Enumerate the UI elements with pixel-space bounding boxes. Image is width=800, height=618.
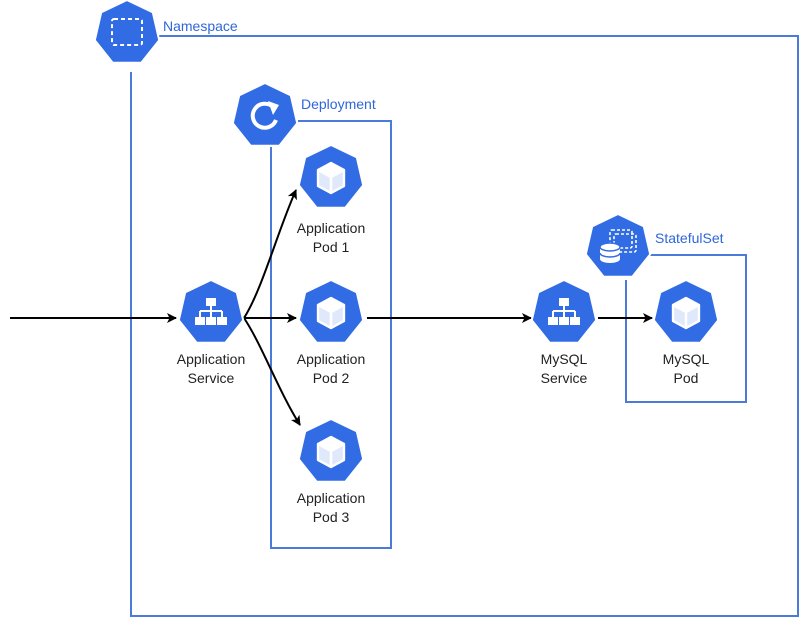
mysql-pod-label-line1: MySQL	[662, 351, 710, 367]
deployment-label: Deployment	[301, 96, 376, 112]
deployment-frame	[270, 120, 392, 549]
mysql-pod-label: MySQL Pod	[636, 350, 736, 388]
arrow-service-to-pod1	[243, 189, 297, 319]
pod1-label-line2: Pod 1	[312, 239, 350, 255]
mysql-service-label: MySQL Service	[514, 350, 614, 388]
pod1-icon	[297, 144, 365, 209]
pod2-label-line2: Pod 2	[312, 370, 350, 386]
namespace-icon	[93, 0, 161, 64]
pod3-label-line1: Application	[296, 490, 366, 506]
statefulset-icon	[584, 213, 652, 278]
statefulset-frame	[625, 254, 747, 403]
arrow-service-to-pod3	[243, 317, 301, 426]
pod1-label: Application Pod 1	[281, 219, 381, 257]
pod3-icon	[297, 418, 365, 483]
app-service-icon	[177, 279, 245, 344]
namespace-label: Namespace	[163, 18, 238, 34]
mysql-pod-label-line2: Pod	[673, 370, 699, 386]
pod2-label: Application Pod 2	[281, 350, 381, 388]
mysql-service-label-line1: MySQL	[540, 351, 588, 367]
mysql-service-icon	[530, 279, 598, 344]
connections	[10, 189, 653, 426]
mysql-service-label-line2: Service	[540, 370, 588, 386]
pod1-label-line1: Application	[296, 220, 366, 236]
app-service-label-line2: Service	[187, 370, 235, 386]
app-service-label-line1: Application	[176, 351, 246, 367]
mysql-pod-icon	[652, 279, 720, 344]
pod2-icon	[297, 279, 365, 344]
deployment-icon	[231, 82, 299, 147]
pod3-label: Application Pod 3	[281, 489, 381, 527]
app-service-label: Application Service	[161, 350, 261, 388]
namespace-frame	[130, 35, 799, 617]
pod2-label-line1: Application	[296, 351, 366, 367]
statefulset-label: StatefulSet	[655, 230, 724, 246]
pod3-label-line2: Pod 3	[312, 509, 350, 525]
